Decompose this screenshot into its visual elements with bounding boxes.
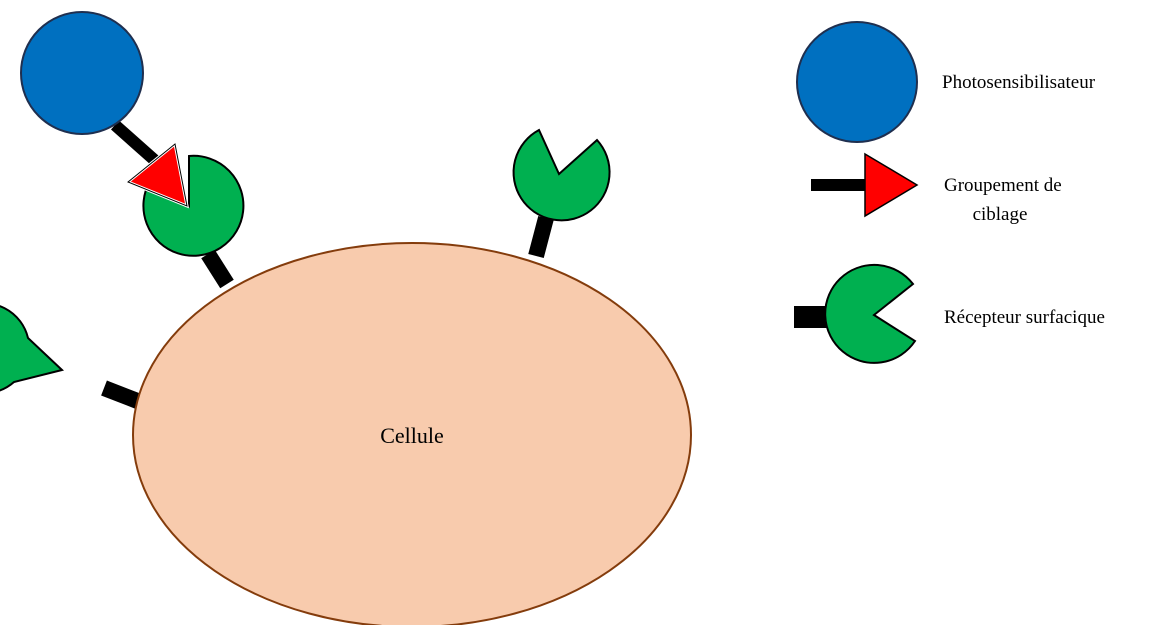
legend-targeting-label-line2: ciblage bbox=[973, 204, 1028, 225]
photosensitizer-circle bbox=[20, 11, 144, 135]
right-receptor-pacman bbox=[512, 128, 611, 222]
legend-targeting-triangle bbox=[864, 152, 919, 218]
legend-receptor-label: Récepteur surfacique bbox=[944, 307, 1105, 328]
cell-shape bbox=[132, 242, 692, 625]
bound-receptor-pacman bbox=[142, 154, 245, 257]
legend-photosensitizer-label: Photosensibilisateur bbox=[942, 72, 1096, 93]
legend-photosensitizer-icon bbox=[796, 21, 918, 143]
legend-targeting-label-line1: Groupement de bbox=[944, 175, 1062, 196]
legend-receptor-pacman bbox=[824, 263, 917, 364]
legend-receptor-linker bbox=[794, 306, 828, 328]
linker-right-receptor-to-cell bbox=[528, 215, 554, 259]
linker-photosensitizer-to-targeting bbox=[111, 120, 164, 170]
targeting-group-triangle-outline bbox=[127, 143, 188, 207]
cell-label: Cellule bbox=[380, 423, 444, 448]
linker-left-receptor-to-cell bbox=[101, 380, 143, 410]
linker-top-receptor-to-cell bbox=[201, 249, 234, 289]
left-receptor-pacman bbox=[0, 305, 65, 392]
